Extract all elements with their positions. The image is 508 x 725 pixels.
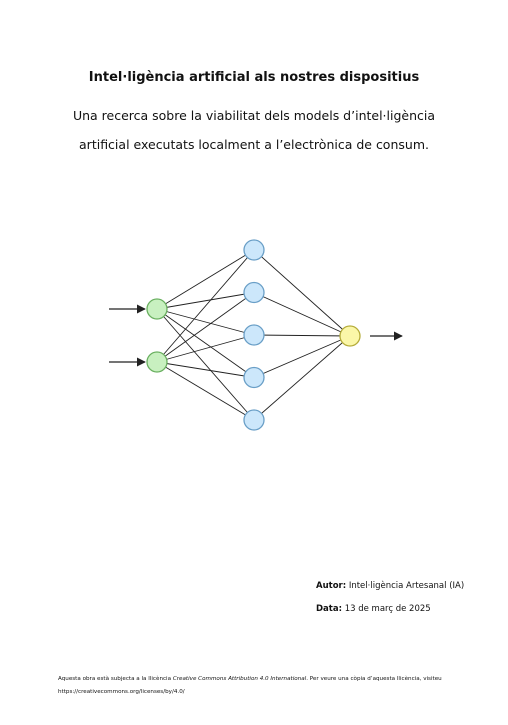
hidden-node	[243, 366, 265, 389]
license-url[interactable]: https://creativecommons.org/licenses/by/…	[58, 689, 185, 695]
connection-line	[156, 292, 255, 363]
connection-line	[156, 361, 255, 421]
date-line: Data: 13 de març de 2025	[316, 604, 431, 614]
connection-line	[156, 292, 255, 310]
connection-line	[253, 335, 351, 421]
hidden-node	[243, 324, 265, 346]
io-arrows	[109, 304, 403, 367]
connection-line	[253, 249, 351, 337]
connection-line	[156, 361, 255, 378]
license-notice: Aquesta obra està subjecta a la llicènci…	[58, 673, 458, 699]
document-title: Intel·ligència artificial als nostres di…	[88, 70, 420, 85]
license-suffix: . Per veure una còpia d’aquesta llicènci…	[306, 676, 442, 682]
license-name: Creative Commons Attribution 4.0 Interna…	[172, 676, 307, 682]
hidden-node	[243, 409, 265, 431]
author-line: Autor: Intel·ligència Artesanal (IA)	[316, 581, 464, 591]
output-node	[339, 325, 361, 347]
neural-network-diagram	[109, 239, 403, 431]
connection-line	[253, 335, 351, 378]
connection-line	[253, 334, 351, 337]
neuron-nodes	[146, 239, 361, 431]
input-node	[146, 351, 168, 373]
connection-line	[156, 249, 255, 310]
hidden-node	[243, 239, 265, 261]
hidden-node	[243, 281, 265, 304]
license-text: Aquesta obra està subjecta a la llicènci…	[58, 673, 458, 686]
connection-edges	[156, 249, 351, 421]
subtitle-line: artificial executats localment a l’elect…	[79, 137, 429, 152]
document-subtitle: Una recerca sobre la viabilitat dels mod…	[40, 101, 468, 159]
connection-line	[156, 308, 255, 336]
connection-line	[253, 292, 351, 337]
date-label: Data:	[316, 604, 342, 614]
date-value: 13 de març de 2025	[344, 604, 431, 614]
connection-line	[156, 249, 255, 363]
author-label: Autor:	[316, 581, 347, 591]
connection-line	[156, 334, 255, 363]
author-value: Intel·ligència Artesanal (IA)	[348, 581, 465, 591]
connection-line	[156, 308, 255, 378]
license-prefix: Aquesta obra està subjecta a la llicènci…	[58, 676, 173, 682]
subtitle-line: Una recerca sobre la viabilitat dels mod…	[72, 108, 436, 123]
input-node	[146, 298, 168, 320]
connection-line	[156, 308, 255, 421]
